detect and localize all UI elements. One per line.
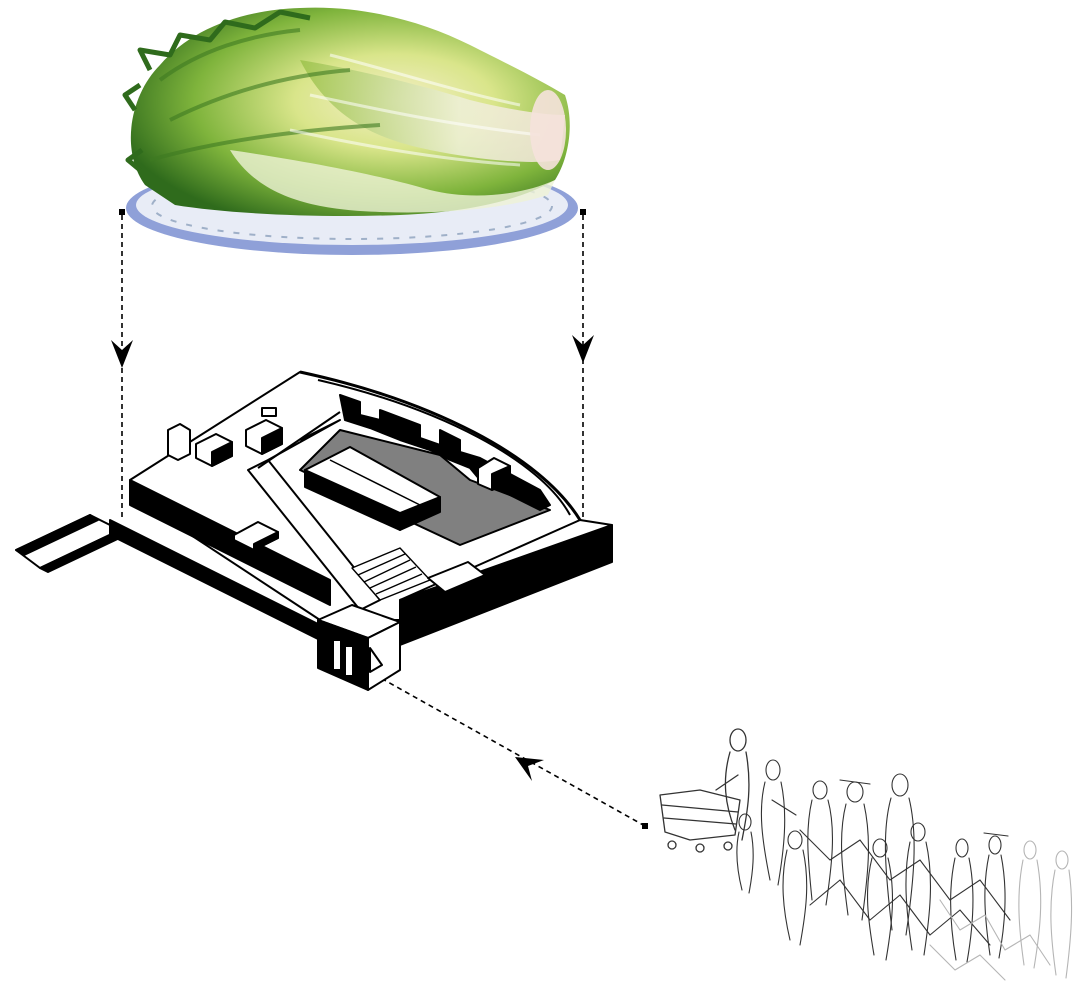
crowd-sketch [660,729,1072,980]
arrow-crowd-to-entrance [370,672,648,829]
lettuce-on-plate-image [125,8,578,255]
crowd-figures [737,760,1010,962]
lettuce-head [125,8,570,216]
arrow-right-down [572,209,594,520]
entrance-portal [318,605,400,690]
isometric-building-model [16,372,612,690]
arrow-left-down [111,209,133,520]
shopping-cart-figure [660,729,749,852]
